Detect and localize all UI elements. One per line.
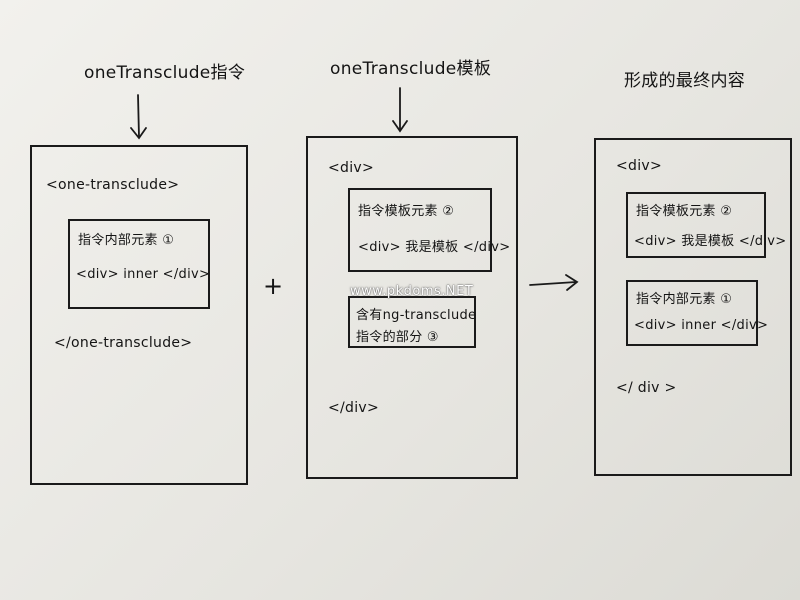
column-3-inner-a-title: 指令模板元素 ② [636, 204, 733, 219]
column-2-inner-box-template: 指令模板元素 ② <div> 我是模板 </div> [348, 188, 510, 272]
watermark-text: www.pkdoms.NET [350, 284, 474, 299]
column-2-inner-b-line2: 指令的部分 ③ [356, 330, 439, 345]
column-3-inner-box-template: 指令模板元素 ② <div> 我是模板 </div> [626, 192, 786, 258]
column-3-open-tag: <div> [616, 158, 663, 174]
column-2-panel: <div> 指令模板元素 ② <div> 我是模板 </div> 含有ng-tr… [306, 136, 518, 479]
plus-operator: + [263, 272, 284, 300]
column-1-inner-box: 指令内部元素 ① <div> inner </div> [68, 219, 210, 309]
column-3-panel: <div> 指令模板元素 ② <div> 我是模板 </div> 指令内部元素 … [594, 138, 792, 476]
column-1-close-tag: </one-transclude> [54, 335, 193, 351]
column-3-close-tag: </ div > [616, 380, 677, 396]
column-2-inner-a-code: <div> 我是模板 </div> [358, 240, 511, 255]
column-1-heading: oneTransclude指令 [84, 63, 246, 83]
column-1-panel: <one-transclude> 指令内部元素 ① <div> inner </… [30, 145, 248, 485]
column-3-inner-box-inner: 指令内部元素 ① <div> inner </div> [626, 280, 768, 346]
column-2-inner-box-transclude: 含有ng-transclude 指令的部分 ③ [348, 296, 476, 348]
column-1-inner-code: <div> inner </div> [76, 267, 211, 282]
column-3-inner-a-code: <div> 我是模板 </div> [634, 234, 787, 249]
column-1-open-tag: <one-transclude> [46, 177, 180, 193]
column-2-heading: oneTransclude模板 [330, 59, 492, 79]
column-2-open-tag: <div> [328, 160, 375, 176]
column-1-inner-title: 指令内部元素 ① [78, 233, 175, 248]
column-2-close-tag: </div> [328, 400, 380, 416]
column-3-inner-b-title: 指令内部元素 ① [636, 292, 733, 307]
column-2-inner-a-title: 指令模板元素 ② [358, 204, 455, 219]
column-3-heading: 形成的最终内容 [624, 71, 746, 91]
column-3-inner-b-code: <div> inner </div> [634, 318, 769, 333]
column-2-inner-b-line1: 含有ng-transclude [356, 308, 477, 323]
